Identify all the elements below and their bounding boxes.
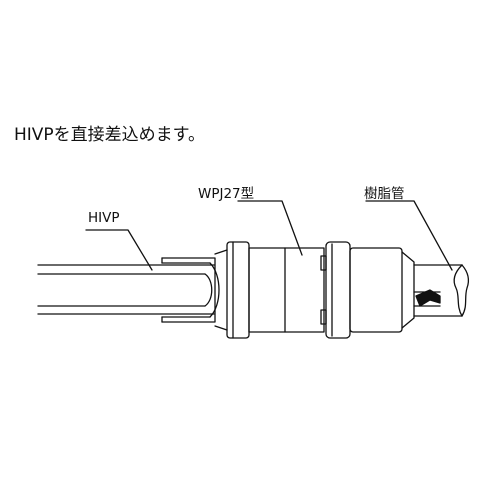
release-collar: [325, 241, 415, 339]
instruction-text: HIVPを直接差込めます。: [14, 125, 205, 145]
wpj27-fitting-label: WPJ27型: [198, 186, 255, 202]
seal-ring: [415, 289, 441, 307]
wpj27-leader: [237, 200, 303, 256]
hivp-leader: [85, 229, 153, 271]
hivp-label: HIVP: [88, 210, 120, 226]
hivp-pipe: [37, 264, 215, 315]
resin-pipe-label: 樹脂管: [364, 186, 405, 202]
wpj27-fitting-body: [161, 241, 327, 339]
resin-pipe: [413, 264, 469, 317]
resin-pipe-leader: [365, 200, 453, 271]
leader-lines: [85, 200, 453, 271]
